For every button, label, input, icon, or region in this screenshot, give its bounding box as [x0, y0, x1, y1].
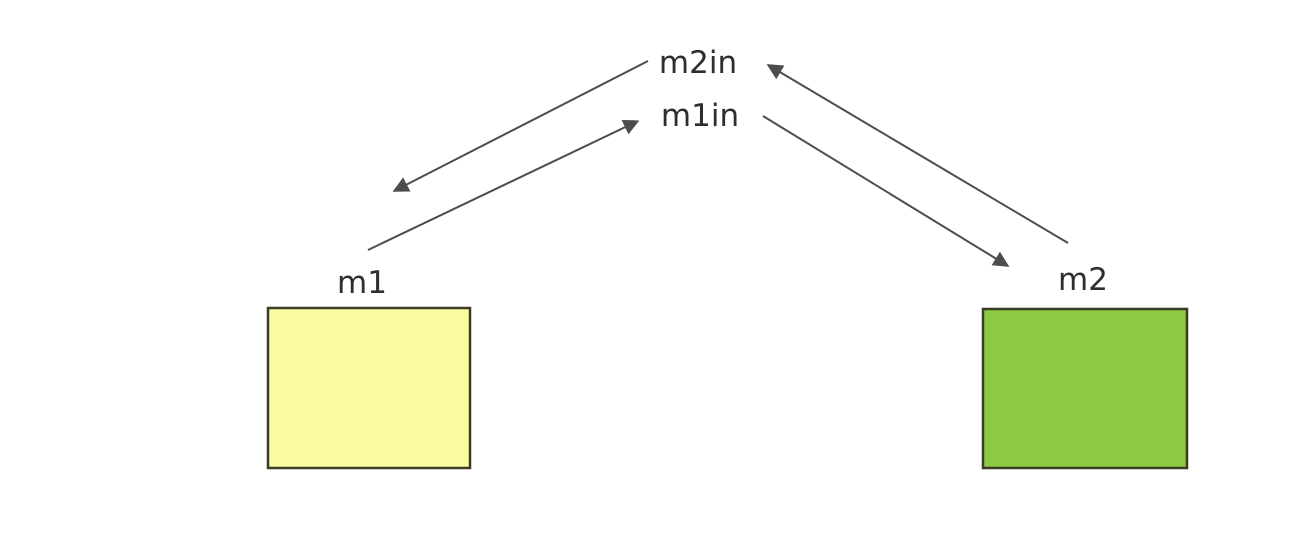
- node-m1-label: m1: [337, 265, 387, 301]
- port-m2in-label: m2in: [659, 45, 737, 81]
- edge-m2in-to-m1: [392, 60, 649, 192]
- node-m1-box: [266, 306, 472, 470]
- node-m2-box: [981, 307, 1189, 470]
- edge-m1-to-m1in: [367, 119, 640, 251]
- node-m2-label: m2: [1058, 262, 1108, 298]
- edge-m2-to-m2in: [766, 64, 1069, 244]
- port-m1in-label: m1in: [661, 98, 739, 134]
- edge-m1in-to-m2: [762, 115, 1010, 267]
